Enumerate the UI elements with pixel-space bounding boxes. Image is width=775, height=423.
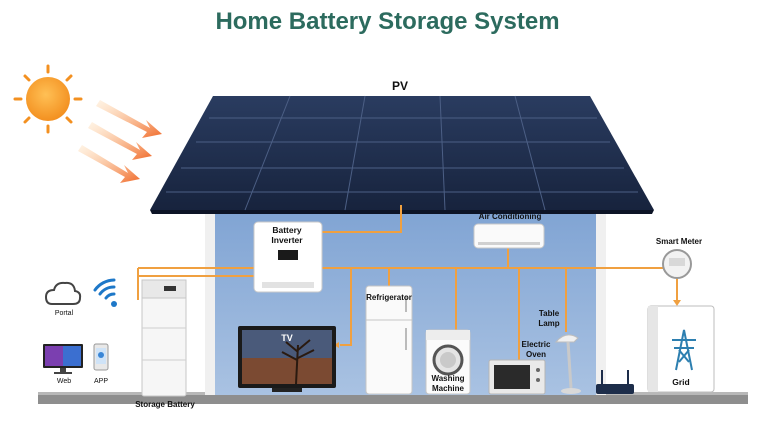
battery-inverter-label: Battery Inverter <box>256 225 318 245</box>
table-lamp-label-line2: Lamp <box>538 319 560 328</box>
grid-label: Grid <box>672 377 690 387</box>
table-lamp-label-line1: Table <box>538 309 560 318</box>
battery-inverter-label-line2: Inverter <box>271 235 303 245</box>
web-label: Web <box>56 378 72 385</box>
wifi-icon <box>93 278 117 307</box>
router-icon <box>596 370 634 394</box>
washing-machine-label: Washing Machine <box>424 374 472 394</box>
battery-inverter <box>253 221 323 293</box>
tv-label: TV <box>281 333 293 343</box>
portal-label: Portal <box>54 310 74 317</box>
wiring <box>137 205 678 360</box>
cloud-icon <box>44 281 82 305</box>
refrigerator-label: Refrigerator <box>366 293 412 302</box>
smart-meter <box>662 249 692 279</box>
table-lamp <box>554 334 581 394</box>
pylon-icon <box>672 329 696 371</box>
pv-label: PV <box>392 79 409 93</box>
washing-machine <box>425 329 471 395</box>
tv <box>238 326 336 392</box>
battery-inverter-label-line1: Battery <box>272 225 302 235</box>
ground-base <box>38 394 748 404</box>
page-title: Home Battery Storage System <box>215 8 560 35</box>
electric-oven-label: Electric Oven <box>516 340 556 360</box>
electric-oven <box>488 359 546 395</box>
electric-oven-label-line2: Oven <box>525 350 546 359</box>
table-lamp-label: Table Lamp <box>533 309 565 329</box>
storage-battery-unit <box>141 279 187 397</box>
washing-machine-label-line2: Machine <box>431 384 464 393</box>
smart-meter-label: Smart Meter <box>655 237 703 246</box>
washing-machine-label-line1: Washing <box>431 374 465 383</box>
sun-icon <box>13 64 83 134</box>
air-conditioning-label: Air Conditioning <box>478 212 542 221</box>
air-conditioner <box>473 223 545 249</box>
pv-panel <box>150 95 654 214</box>
app-label: APP <box>93 378 108 385</box>
electric-oven-label-line1: Electric <box>521 340 551 349</box>
sunlight-arrows <box>78 100 162 183</box>
storage-battery-label: Storage Battery <box>135 400 195 409</box>
refrigerator <box>365 285 413 395</box>
monitor-icon <box>43 344 83 374</box>
phone-icon <box>93 343 109 371</box>
